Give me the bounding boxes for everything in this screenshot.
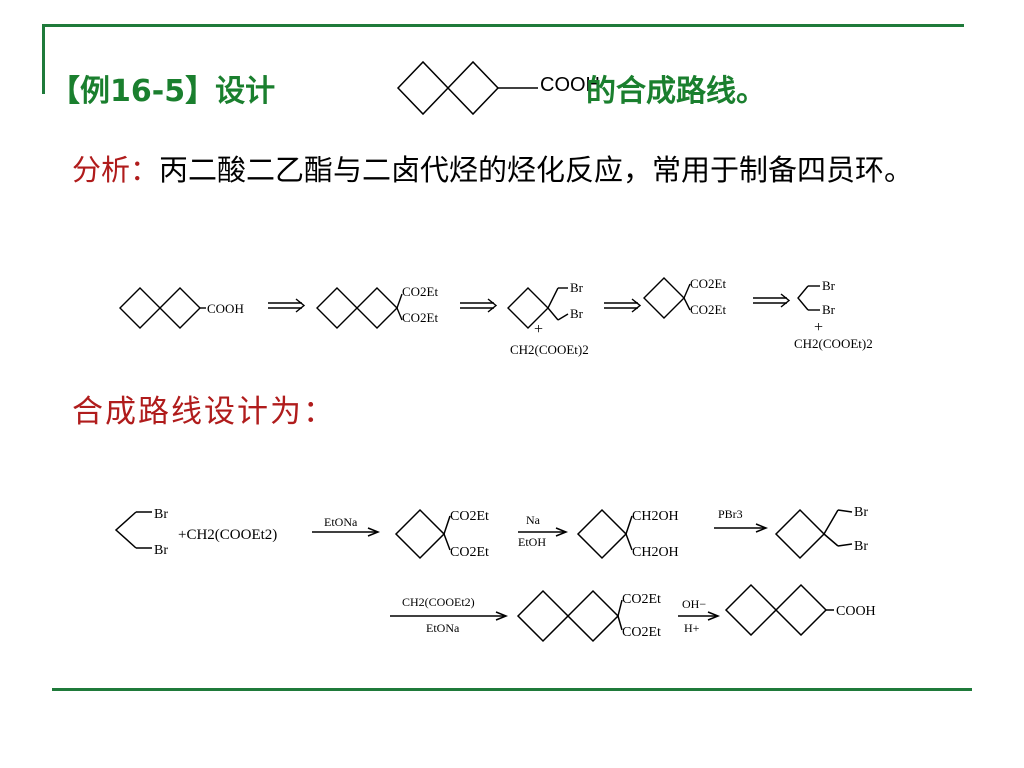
syn-etona-2: EtONa <box>426 621 460 635</box>
retro-malonate-2: CH2(COOEt)2 <box>794 336 873 351</box>
syn-ch2oh-top: CH2OH <box>632 509 679 524</box>
syn-etoh: EtOH <box>518 535 546 549</box>
slide-title: 【例16-5】设计 COOH 的合成路线。 <box>50 58 950 116</box>
retro-co2et-top-2: CO2Et <box>690 276 727 291</box>
analysis-label: 分析： <box>72 153 160 187</box>
syn-malonate-reagent: +CH2(COOEt2) <box>178 527 277 543</box>
synthesis-scheme: Br Br +CH2(COOEt2) EtONa CO2Et CO2Et Na … <box>114 505 876 643</box>
retro-br-bottom-2: Br <box>822 302 836 317</box>
syn-etona-1: EtONa <box>324 515 358 529</box>
syn-h-plus: H+ <box>684 621 700 635</box>
syn-br-top-2: Br <box>854 505 868 520</box>
analysis-text: 丙二酸二乙酯与二卤代烃的烃化反应，常用于制备四员环。 <box>159 153 914 187</box>
syn-cooh: COOH <box>836 604 876 619</box>
retro-malonate-1: CH2(COOEt)2 <box>510 342 589 357</box>
retro-plus-1: + <box>534 321 543 338</box>
syn-br-bottom-2: Br <box>854 539 868 554</box>
retro-br-top-2: Br <box>822 278 836 293</box>
syn-oh-minus: OH− <box>682 597 706 611</box>
title-prefix: 【例16-5】设计 <box>50 74 276 109</box>
retro-co2et-bottom-2: CO2Et <box>690 302 727 317</box>
analysis-paragraph: 分析：丙二酸二乙酯与二卤代烃的烃化反应，常用于制备四员环。 <box>72 150 952 190</box>
top-rule <box>42 24 964 27</box>
syn-br-top-1: Br <box>154 507 168 522</box>
title-spiro-molecule <box>396 60 538 116</box>
retro-br-top-1: Br <box>570 280 584 295</box>
retro-co2et-bottom-1: CO2Et <box>402 310 439 325</box>
syn-br-bottom-1: Br <box>154 543 168 558</box>
retro-plus-2: + <box>814 319 823 336</box>
retrosynthesis-scheme: COOH CO2Et CO2Et Br Br + CH2(COOEt)2 CO2… <box>119 276 873 357</box>
title-suffix: 的合成路线。 <box>586 74 766 109</box>
syn-ch2oh-bottom: CH2OH <box>632 545 679 560</box>
retro-cooh-label: COOH <box>207 301 244 316</box>
retro-br-bottom-1: Br <box>570 306 584 321</box>
syn-pbr3: PBr3 <box>718 507 743 521</box>
syn-co2et-bottom-1: CO2Et <box>450 545 489 560</box>
syn-malonate-reagent-2: CH2(COOEt2) <box>402 595 475 609</box>
title-cooh-group: COOH <box>540 74 600 96</box>
syn-co2et-bottom-2: CO2Et <box>622 625 661 640</box>
left-rule <box>42 24 45 94</box>
retro-co2et-top-1: CO2Et <box>402 284 439 299</box>
route-title: 合成路线设计为： <box>72 394 336 430</box>
syn-co2et-top-2: CO2Et <box>622 592 661 607</box>
bottom-rule <box>52 688 972 691</box>
syn-na: Na <box>526 513 541 527</box>
syn-co2et-top-1: CO2Et <box>450 509 489 524</box>
